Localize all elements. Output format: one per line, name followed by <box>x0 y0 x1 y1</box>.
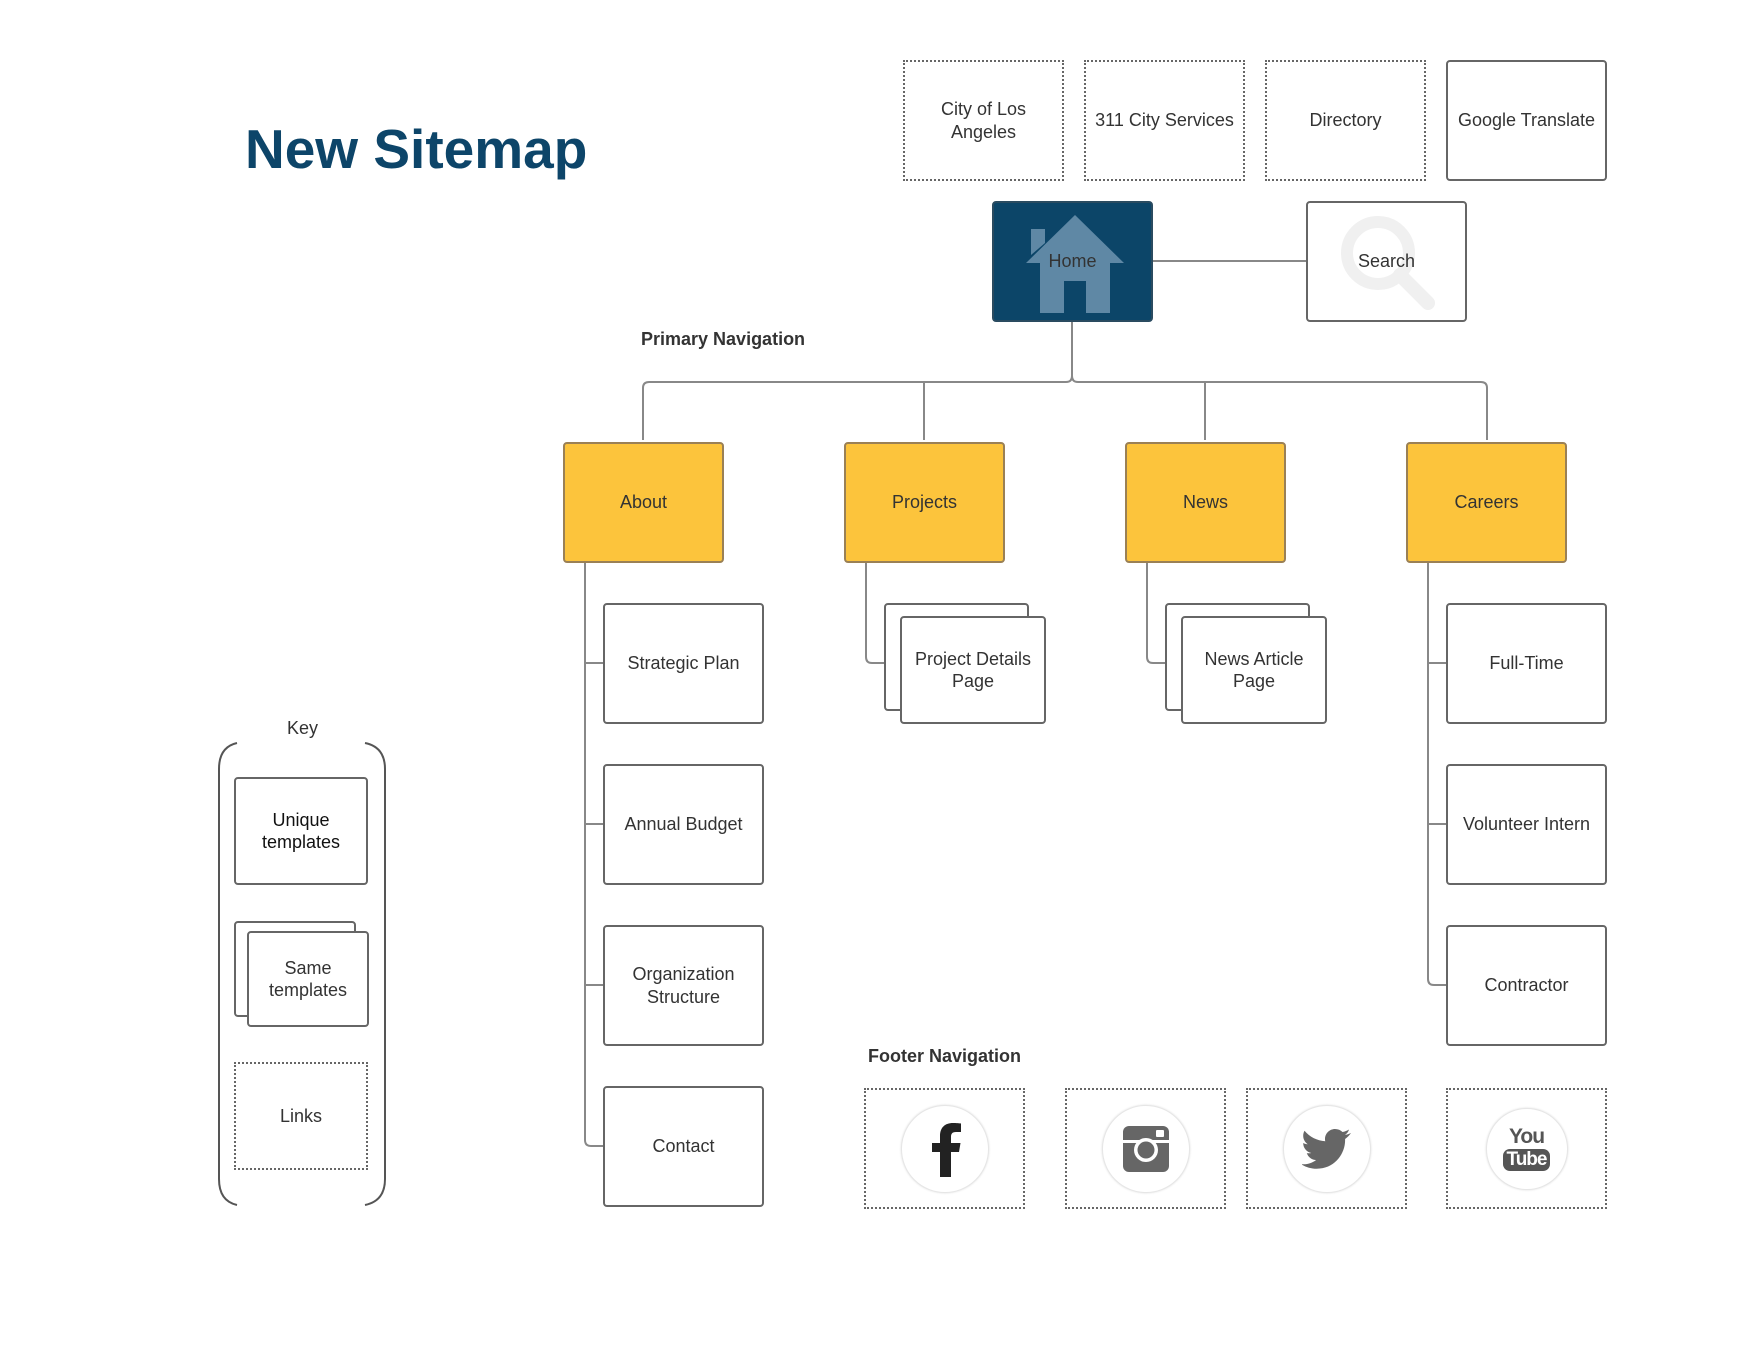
key-label: Key <box>287 718 319 738</box>
link-directory[interactable]: Directory <box>1265 60 1426 181</box>
key-unique-templates: Unique templates <box>234 777 368 885</box>
key-links: Links <box>234 1062 368 1170</box>
footer-navigation-label: Footer Navigation <box>868 1046 1022 1066</box>
primary-navigation-label: Primary Navigation <box>641 329 806 349</box>
twitter-icon <box>1282 1104 1371 1193</box>
nav-news[interactable]: News <box>1125 442 1286 563</box>
footer-link-twitter[interactable] <box>1246 1088 1407 1209</box>
home-node[interactable]: Home <box>992 201 1153 322</box>
house-icon <box>1026 215 1124 313</box>
page-annual-budget[interactable]: Annual Budget <box>603 764 764 885</box>
link-311-city-services[interactable]: 311 City Services <box>1084 60 1245 181</box>
nav-careers[interactable]: Careers <box>1406 442 1567 563</box>
footer-link-facebook[interactable] <box>864 1088 1025 1209</box>
instagram-icon <box>1101 1104 1190 1193</box>
nav-projects[interactable]: Projects <box>844 442 1005 563</box>
page-strategic-plan[interactable]: Strategic Plan <box>603 603 764 724</box>
key-bracket <box>218 742 386 1206</box>
page-volunteer-intern[interactable]: Volunteer Intern <box>1446 764 1607 885</box>
facebook-icon <box>900 1104 989 1193</box>
youtube-icon: You Tube <box>1485 1107 1568 1190</box>
magnifier-icon <box>1341 216 1435 310</box>
page-contact[interactable]: Contact <box>603 1086 764 1207</box>
page-contractor[interactable]: Contractor <box>1446 925 1607 1046</box>
nav-about[interactable]: About <box>563 442 724 563</box>
search-node[interactable]: Search <box>1306 201 1467 322</box>
page-full-time[interactable]: Full-Time <box>1446 603 1607 724</box>
page-project-details[interactable]: Project Details Page <box>900 616 1046 724</box>
page-organization-structure[interactable]: Organization Structure <box>603 925 764 1046</box>
page-news-article[interactable]: News Article Page <box>1181 616 1327 724</box>
link-city-of-los-angeles[interactable]: City of Los Angeles <box>903 60 1064 181</box>
footer-link-instagram[interactable] <box>1065 1088 1226 1209</box>
google-translate-node[interactable]: Google Translate <box>1446 60 1607 181</box>
key-same-templates: Same templates <box>247 931 369 1027</box>
footer-link-youtube[interactable]: You Tube <box>1446 1088 1607 1209</box>
page-title: New Sitemap <box>245 118 588 180</box>
